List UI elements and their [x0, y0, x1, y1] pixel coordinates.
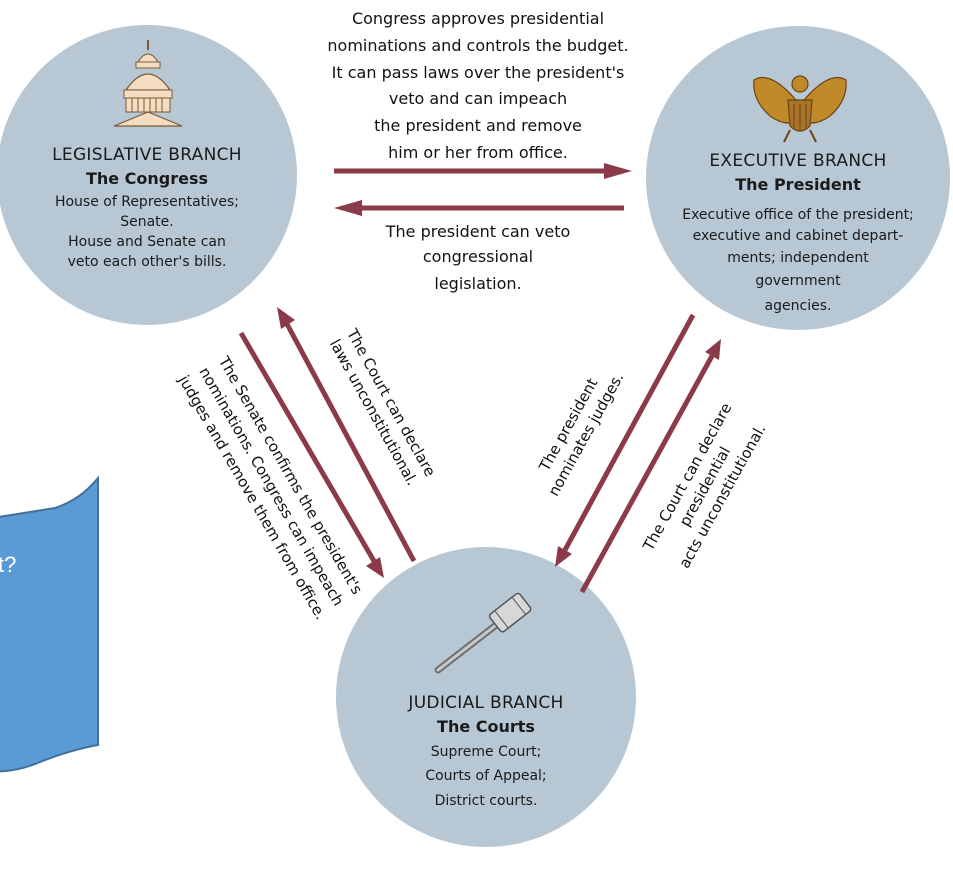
- note-line: veto and can impeach: [389, 89, 567, 108]
- note-congress-over-president: Congress approves presidential nominatio…: [327, 9, 628, 162]
- note-line: nominations and controls the budget.: [327, 36, 628, 55]
- judicial-branch: JUDICIAL BRANCH The Courts Supreme Court…: [407, 693, 563, 809]
- note-president-over-courts: The president nominates judges.: [535, 369, 627, 499]
- executive-line: agencies.: [765, 298, 832, 314]
- callout-text: t?: [0, 552, 16, 577]
- note-line: Congress approves presidential: [352, 9, 604, 28]
- capitol-dome-icon: [113, 40, 183, 127]
- legislative-line: veto each other's bills.: [68, 254, 227, 270]
- judicial-line: Supreme Court;: [431, 744, 542, 760]
- note-line: nominations. Congress can impeach: [195, 364, 347, 609]
- note-line: him or her from office.: [388, 143, 568, 162]
- judicial-line: District courts.: [435, 793, 538, 809]
- executive-subtitle: The President: [735, 175, 861, 194]
- legislative-line: House of Representatives;: [55, 194, 239, 210]
- judicial-subtitle: The Courts: [437, 717, 535, 736]
- note-line: The Court can declare: [639, 400, 736, 555]
- note-line: legislation.: [434, 274, 521, 293]
- legislative-branch: LEGISLATIVE BRANCH The Congress House of…: [52, 145, 242, 270]
- legislative-line: House and Senate can: [68, 234, 226, 250]
- note-line: the president and remove: [374, 116, 582, 135]
- note-line: The president can veto: [385, 222, 571, 241]
- arrow-courts-to-congress: [277, 307, 417, 563]
- executive-line: executive and cabinet depart-: [693, 228, 904, 244]
- arrow-congress-to-president: [334, 163, 632, 179]
- judicial-circle: [336, 547, 636, 847]
- note-senate-over-courts: The Senate confirms the president's nomi…: [174, 353, 366, 623]
- executive-title: EXECUTIVE BRANCH: [709, 151, 886, 171]
- note-president-over-congress: The president can veto congressional leg…: [385, 222, 571, 293]
- executive-branch: EXECUTIVE BRANCH The President Executive…: [682, 151, 914, 314]
- executive-line: government: [755, 273, 841, 289]
- callout-box: t?: [0, 475, 99, 773]
- arrow-congress-to-courts: [238, 331, 384, 578]
- arrow-president-to-courts: [555, 313, 696, 567]
- gavel-icon: [434, 592, 532, 674]
- eagle-seal-icon: [753, 75, 847, 143]
- executive-line: ments; independent: [727, 250, 869, 266]
- legislative-line: Senate.: [120, 214, 174, 230]
- legislative-subtitle: The Congress: [86, 169, 208, 188]
- executive-line: Executive office of the president;: [682, 207, 914, 223]
- note-line: congressional: [423, 247, 533, 266]
- note-line: It can pass laws over the president's: [332, 63, 625, 82]
- arrow-president-to-congress: [334, 200, 624, 216]
- judicial-line: Courts of Appeal;: [425, 768, 546, 784]
- legislative-title: LEGISLATIVE BRANCH: [52, 145, 242, 165]
- executive-circle: [646, 26, 950, 330]
- judicial-title: JUDICIAL BRANCH: [407, 693, 563, 713]
- note-court-over-president: The Court can declare presidential acts …: [639, 400, 770, 571]
- arrow-courts-to-president: [579, 339, 721, 594]
- legislative-circle: [0, 25, 297, 325]
- note-court-over-congress: The Court can declare laws unconstitutio…: [326, 325, 439, 489]
